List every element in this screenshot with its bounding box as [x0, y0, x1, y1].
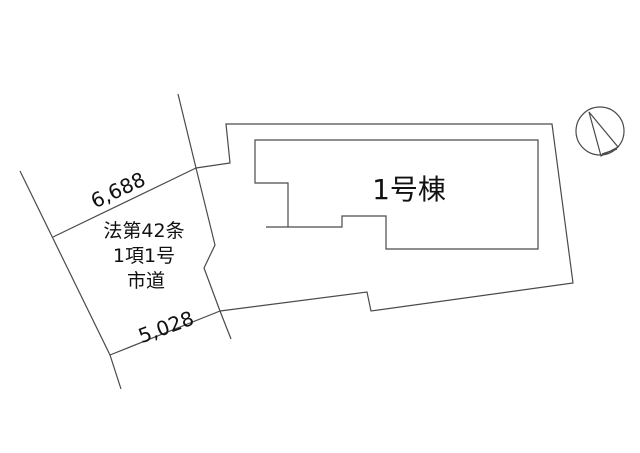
- north-arrow-icon: [575, 106, 625, 157]
- road-label-line-2: 1項1号: [113, 245, 175, 267]
- lot-boundary: [195, 123, 574, 312]
- road-width-bottom-line: [109, 310, 221, 356]
- building-label: 1号棟: [372, 173, 446, 206]
- road-width-bottom-label: 5,028: [135, 306, 197, 348]
- road-right-edge: [177, 93, 232, 340]
- road-label-line-3: 市道: [127, 270, 165, 292]
- road-width-top-line: [52, 167, 197, 238]
- building-footprint: [254, 139, 539, 250]
- road-label-line-1: 法第42条: [103, 220, 184, 242]
